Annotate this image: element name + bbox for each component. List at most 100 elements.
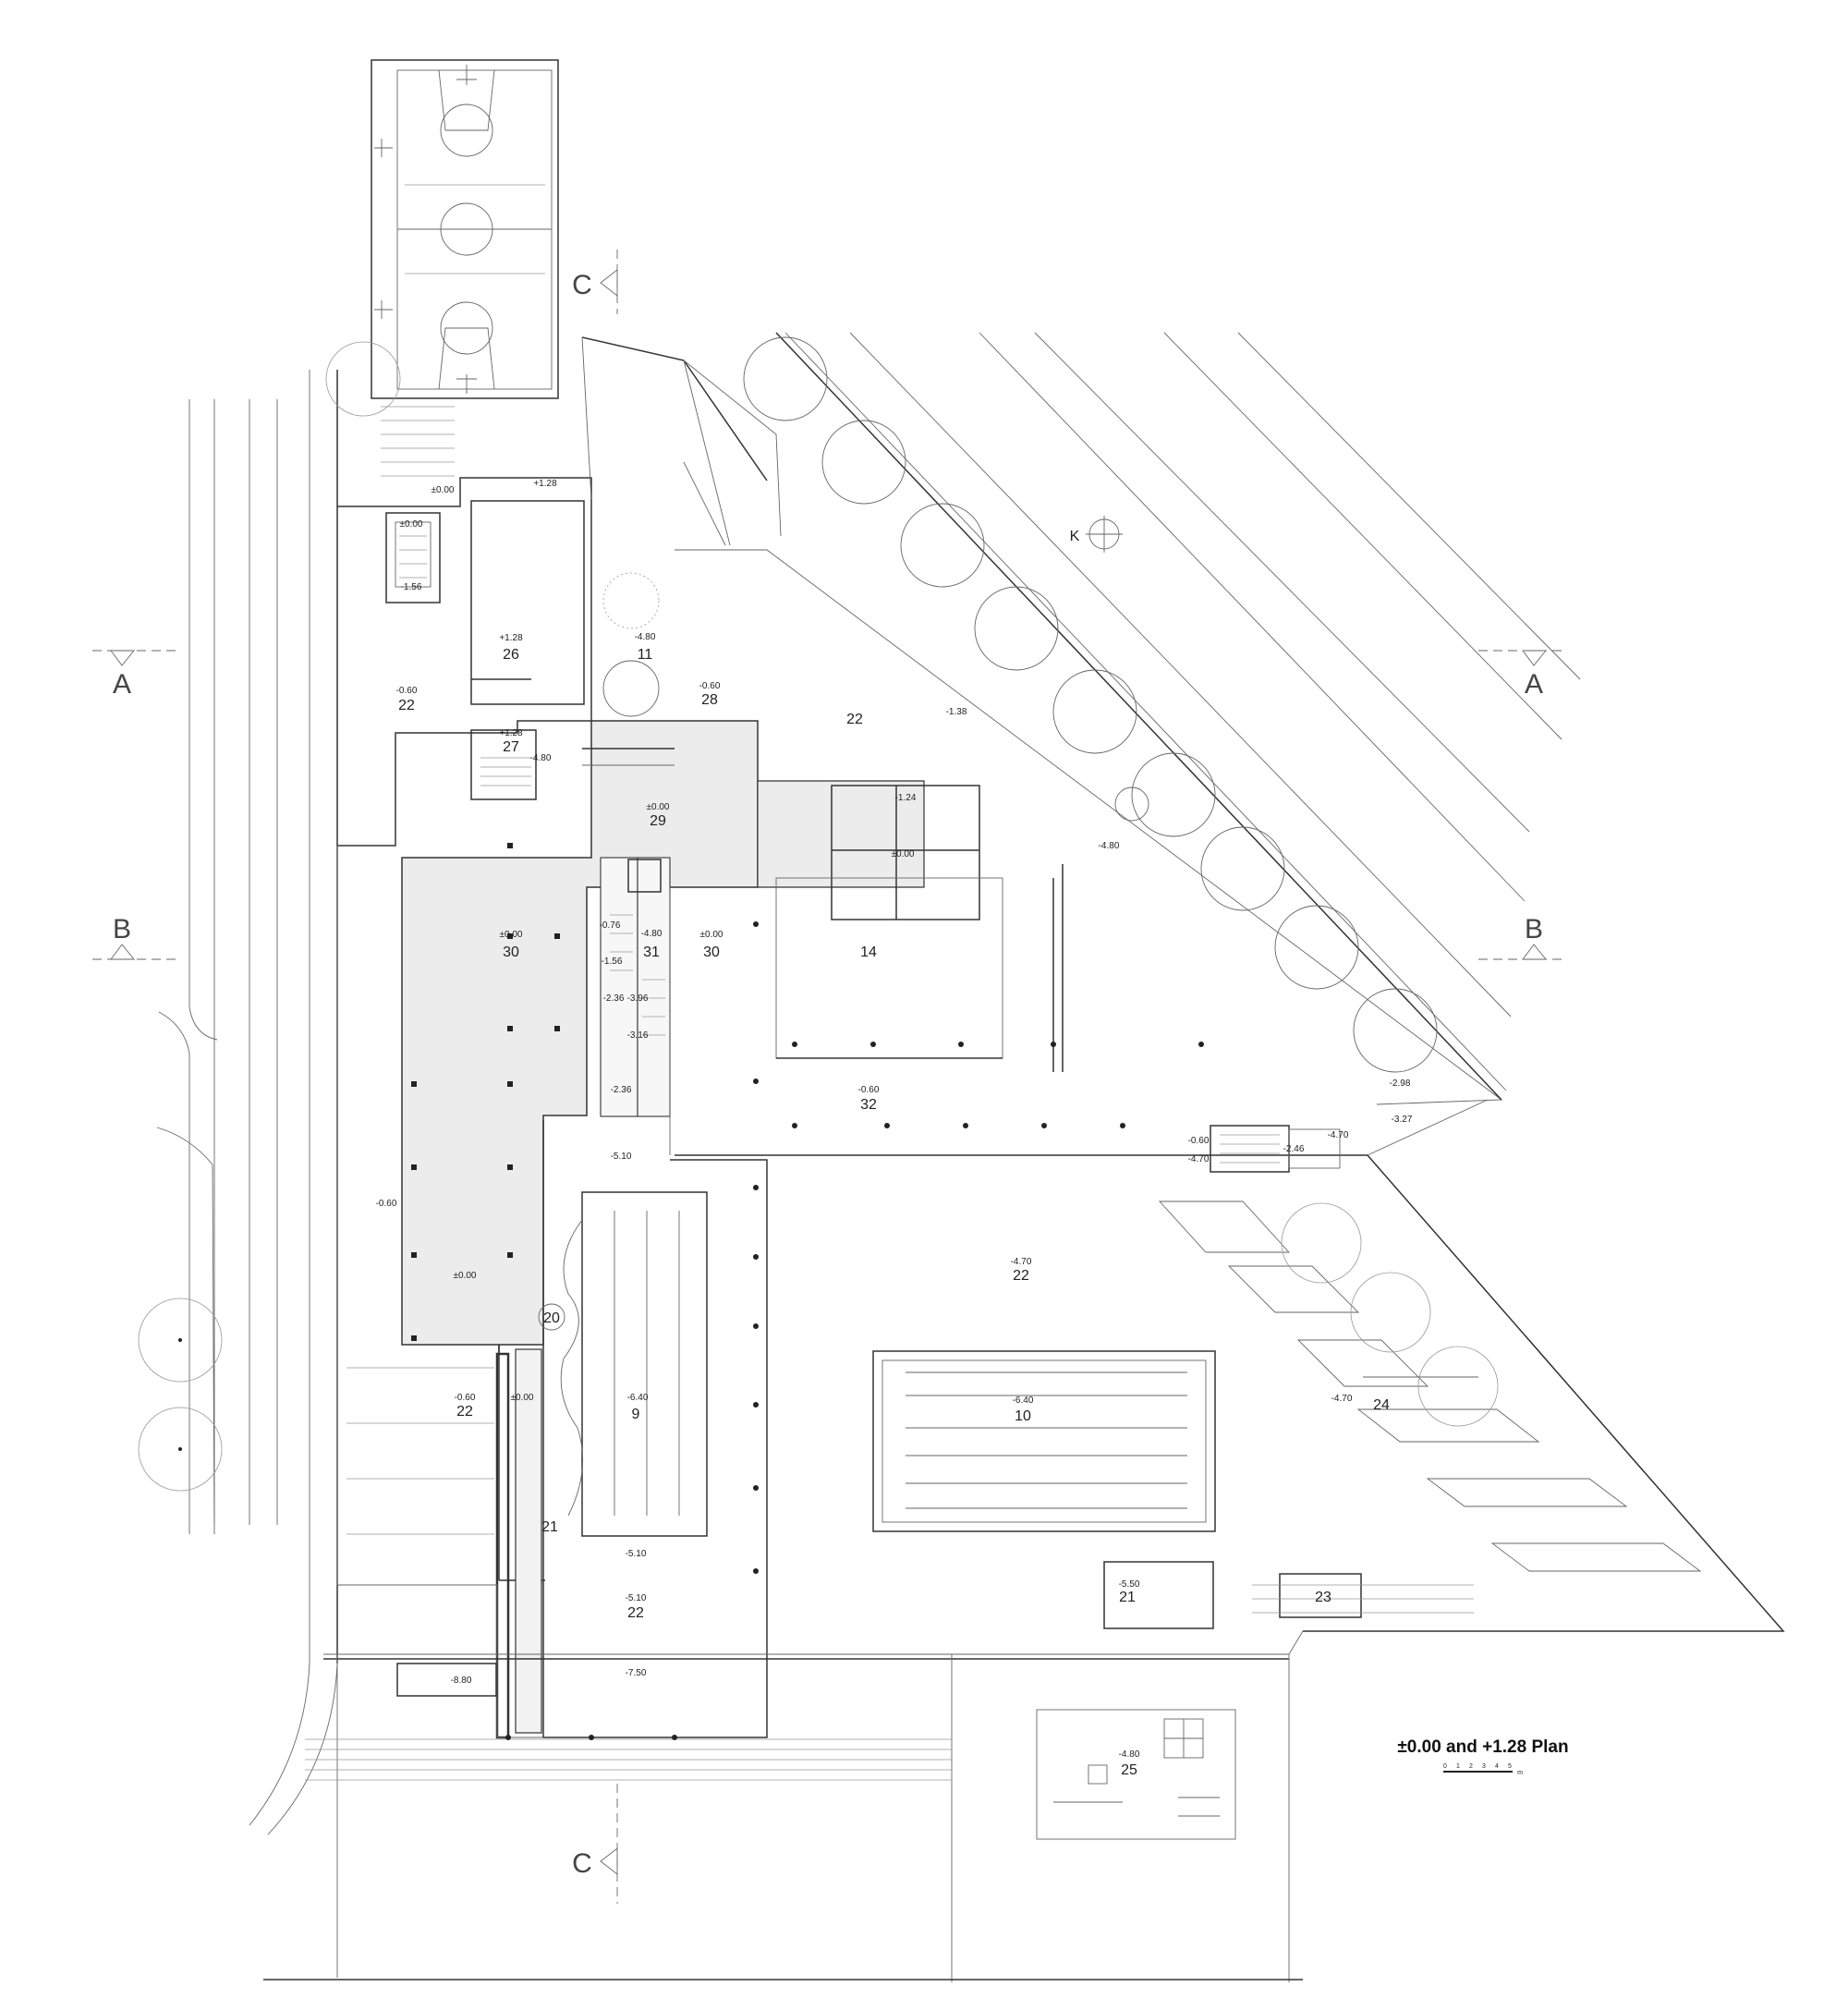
level-label: -0.60	[858, 1085, 880, 1095]
level-label: -4.70	[1011, 1257, 1032, 1267]
section-label-c-south: C	[572, 1848, 592, 1879]
level-label: -4.70	[1328, 1130, 1349, 1140]
level-label: ±0.00	[892, 849, 915, 859]
pool-9	[560, 1191, 708, 1537]
scale-tick-2: 2	[1469, 1763, 1473, 1770]
room-21-pool-hall: 21	[541, 1519, 558, 1535]
room-29: 29	[650, 813, 666, 829]
level-label: -5.10	[626, 1549, 647, 1559]
scale-tick-0: 0	[1443, 1763, 1447, 1770]
level-label: -1.38	[946, 707, 967, 717]
stair-northwest	[385, 512, 441, 603]
room-31: 31	[643, 945, 660, 960]
room-10: 10	[1015, 1408, 1031, 1424]
room-22-west: 22	[398, 698, 415, 713]
level-label: -4.70	[1188, 1154, 1210, 1164]
room-9: 9	[632, 1407, 640, 1422]
scale-bar: 0 1 2 3 4 5 m	[1443, 1763, 1523, 1776]
east-hatch	[1252, 1584, 1474, 1614]
section-mark-a-east: A	[1478, 650, 1562, 700]
pool-10	[872, 1350, 1216, 1532]
basketball-court	[371, 59, 559, 399]
room-28: 28	[701, 692, 718, 708]
level-label: -4.80	[1099, 841, 1120, 851]
level-label: -4.80	[1119, 1749, 1140, 1760]
plan-title: ±0.00 and +1.28 Plan	[1397, 1737, 1568, 1757]
box-23	[1279, 1573, 1362, 1618]
tree-courtyard	[602, 572, 660, 717]
level-label: +1.28	[499, 633, 523, 643]
level-labels: ±0.00 +1.28 ±0.00 -1.56 +1.28 -4.80 -0.6…	[376, 479, 1413, 1760]
level-label: -4.80	[635, 632, 656, 642]
level-label: -3.96	[627, 993, 649, 1004]
level-label: -3.27	[1392, 1115, 1413, 1125]
level-label: -5.10	[626, 1593, 647, 1603]
room-24: 24	[1373, 1397, 1390, 1413]
section-label-a-east: A	[1525, 669, 1543, 700]
level-label: -0.60	[1188, 1136, 1210, 1146]
site-trees-west	[138, 341, 401, 1492]
level-label: ±0.00	[647, 802, 670, 812]
level-label: ±0.00	[700, 930, 723, 940]
building-outline	[263, 336, 1785, 1982]
level-label: -1.56	[602, 957, 623, 967]
room-32: 32	[860, 1097, 877, 1113]
stair-east	[1210, 1125, 1341, 1173]
west-road	[156, 370, 338, 1835]
section-label-c-north: C	[572, 270, 592, 300]
section-mark-c-north: C	[572, 250, 618, 314]
room-30-west: 30	[503, 945, 519, 960]
level-label: -1.56	[401, 582, 422, 592]
room-11: 11	[638, 647, 653, 663]
room-21-deck: 21	[1119, 1590, 1136, 1605]
level-label: -2.98	[1390, 1079, 1411, 1089]
room-22-courtyard: 22	[846, 712, 863, 727]
level-label: ±0.00	[432, 485, 455, 495]
room-23: 23	[1315, 1590, 1331, 1605]
room-numbers: 26 27 11 28 29 30 30 31 14 32 22 22 22 2…	[398, 647, 1390, 1778]
level-label: +1.28	[533, 479, 557, 489]
north-symbol	[1086, 516, 1123, 553]
level-label: -0.76	[600, 920, 621, 931]
level-label: -0.60	[455, 1393, 476, 1403]
section-label-b-east: B	[1525, 914, 1543, 945]
level-label: -2.46	[1283, 1144, 1305, 1154]
level-label: ±0.00	[500, 930, 523, 940]
scale-tick-1: 1	[1456, 1763, 1460, 1770]
level-label: -4.80	[530, 753, 552, 763]
room-22-pool: 22	[627, 1605, 644, 1621]
level-label: -7.50	[626, 1668, 647, 1678]
room-20: 20	[543, 1310, 560, 1326]
level-label: -6.40	[627, 1393, 649, 1403]
room-14: 14	[860, 945, 877, 960]
diagonal-embankment	[775, 332, 1581, 1156]
tree-row	[743, 336, 1438, 1073]
level-label: -2.36	[611, 1085, 632, 1095]
room-27: 27	[503, 739, 519, 755]
level-label: -5.10	[611, 1152, 632, 1162]
playground	[1036, 1709, 1236, 1840]
level-label: -5.50	[1119, 1579, 1140, 1590]
scale-tick-3: 3	[1482, 1763, 1486, 1770]
level-label: -1.24	[895, 793, 917, 803]
level-label: ±0.00	[511, 1393, 534, 1403]
level-label: +1.28	[499, 728, 523, 738]
level-label: ±0.00	[454, 1271, 477, 1281]
level-label: -0.60	[396, 686, 418, 696]
room-26: 26	[503, 647, 519, 663]
level-label: -0.60	[699, 681, 721, 691]
section-mark-c-south: C	[572, 1784, 618, 1904]
level-label: -0.60	[376, 1199, 397, 1209]
level-label: -8.80	[451, 1676, 472, 1686]
level-label: ±0.00	[400, 519, 423, 530]
room-30-east: 30	[703, 945, 720, 960]
pool-21	[1103, 1561, 1214, 1629]
level-label: -4.70	[1331, 1394, 1353, 1404]
room-22-east: 22	[1013, 1268, 1029, 1284]
north-label: K	[1070, 529, 1080, 544]
section-mark-b-east: B	[1478, 914, 1562, 960]
scale-tick-5: 5	[1508, 1763, 1512, 1770]
room-25: 25	[1121, 1762, 1137, 1778]
crosswalk	[381, 406, 455, 477]
